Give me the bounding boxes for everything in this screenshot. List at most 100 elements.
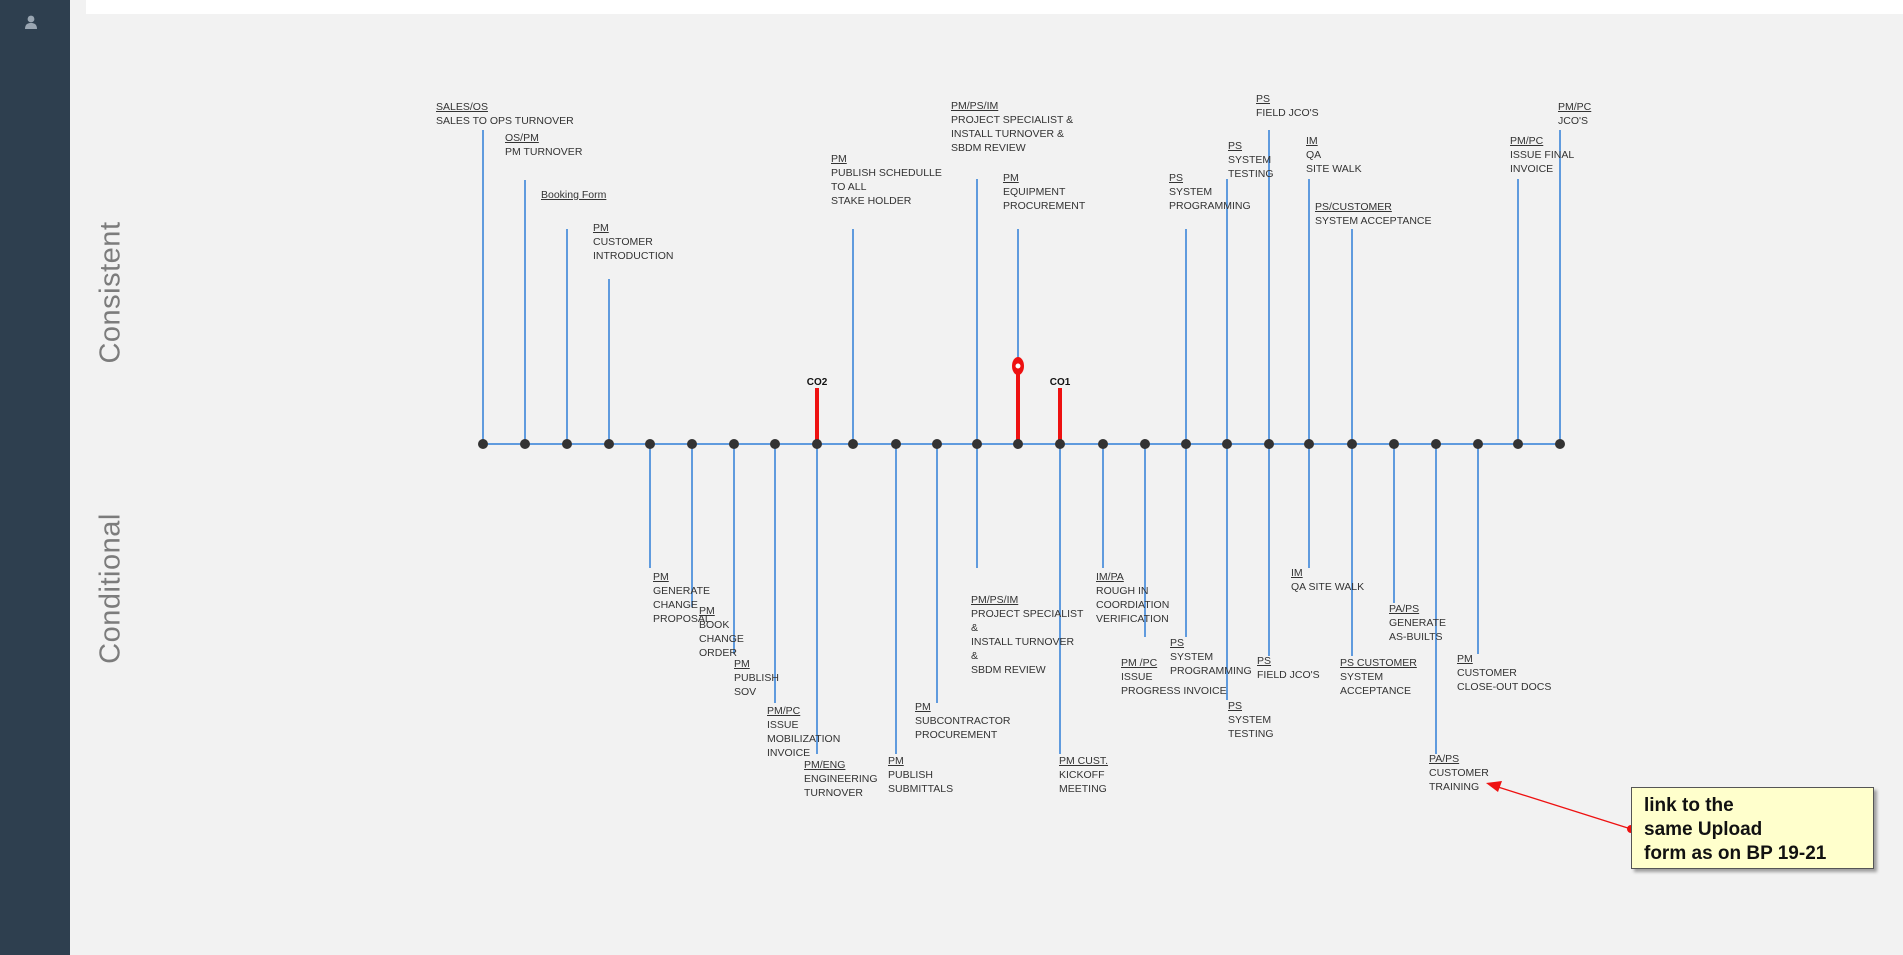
milestone-text: ISSUE FINAL — [1510, 149, 1575, 161]
milestone-dot — [520, 439, 530, 449]
milestone-text: TO ALL — [831, 181, 867, 193]
milestone-text: SYSTEM — [1170, 651, 1214, 663]
milestone-text: TRAINING — [1429, 781, 1480, 793]
milestone-role: PM — [1457, 653, 1473, 665]
milestone-text: INTRODUCTION — [593, 250, 674, 262]
milestone-role: PM — [915, 701, 931, 713]
milestone-dot — [848, 439, 858, 449]
milestone-dot — [1013, 439, 1023, 449]
milestone-text: QA — [1306, 149, 1322, 161]
milestone-text: KICKOFF — [1059, 769, 1105, 781]
top-milestone-label[interactable]: Booking Form — [541, 188, 606, 202]
milestone-dot — [729, 439, 739, 449]
milestone-text: SITE WALK — [1306, 163, 1362, 175]
milestone-text: ORDER — [699, 647, 737, 659]
milestone-role: PM — [734, 658, 750, 670]
milestone-role: SALES/OS — [436, 101, 488, 113]
milestone-text: JCO'S — [1558, 115, 1589, 127]
callout-line: same Upload — [1644, 819, 1763, 840]
milestone-text: SYSTEM ACCEPTANCE — [1315, 215, 1432, 227]
milestone-role: PM — [1003, 172, 1019, 184]
milestone-text: SOV — [734, 686, 757, 698]
callout-note: link to the same Upload form as on BP 19… — [1631, 787, 1874, 869]
milestone-dot — [562, 439, 572, 449]
milestone-role: PM/PC — [767, 705, 801, 717]
milestone-text: TESTING — [1228, 728, 1274, 740]
milestone-text: PROPOSAL — [653, 613, 711, 625]
milestone-dot — [1140, 439, 1150, 449]
milestone-dot — [604, 439, 614, 449]
milestone-text: TURNOVER — [804, 787, 863, 799]
milestone-text: INVOICE — [767, 747, 811, 759]
milestone-role: PA/PS — [1429, 753, 1460, 765]
top-bar — [86, 0, 1903, 14]
milestone-text: AS-BUILTS — [1389, 631, 1443, 643]
bottom-milestone-label: PM PUBLISH SOV — [734, 657, 779, 699]
milestone-dot — [1431, 439, 1441, 449]
milestone-dot — [1304, 439, 1314, 449]
milestone-text: FIELD JCO'S — [1257, 669, 1320, 681]
milestone-dot — [687, 439, 697, 449]
milestone-role: OS/PM — [505, 132, 539, 144]
milestone-text: CUSTOMER — [1429, 767, 1489, 779]
milestone-text: COORDIATION — [1096, 599, 1170, 611]
milestone-role: PM — [653, 571, 669, 583]
milestone-text: PROCUREMENT — [1003, 200, 1086, 212]
milestone-text: PROGRAMMING — [1170, 665, 1252, 677]
milestone-text: BOOK — [699, 619, 730, 631]
milestone-text: SYSTEM — [1228, 714, 1272, 726]
milestone-text: QA SITE WALK — [1291, 581, 1365, 593]
milestone-text: SUBMITTALS — [888, 783, 954, 795]
milestone-text: & — [971, 650, 979, 662]
milestone-role: PM — [593, 222, 609, 234]
milestone-dot — [1222, 439, 1232, 449]
milestone-role: PS/CUSTOMER — [1315, 201, 1392, 213]
milestone-text: INVOICE — [1510, 163, 1554, 175]
milestone-text: CUSTOMER — [1457, 667, 1517, 679]
milestone-text: PUBLISH — [734, 672, 779, 684]
milestone-text: SYSTEM — [1228, 154, 1272, 166]
milestone-text: MEETING — [1059, 783, 1107, 795]
user-icon[interactable] — [23, 14, 39, 30]
flag-label: CO2 — [807, 377, 828, 388]
milestone-dot — [812, 439, 822, 449]
milestone-text: PM TURNOVER — [505, 146, 583, 158]
milestone-role: PA/PS — [1389, 603, 1420, 615]
milestone-role: PM /PC — [1121, 657, 1158, 669]
milestone-dot — [1347, 439, 1357, 449]
milestone-role: PM — [699, 605, 715, 617]
milestone-text: SBDM REVIEW — [951, 142, 1026, 154]
milestone-dot — [1264, 439, 1274, 449]
milestone-text: PROJECT SPECIALIST & — [951, 114, 1074, 126]
milestone-role: PM/ENG — [804, 759, 846, 771]
milestone-text: CHANGE — [653, 599, 698, 611]
milestone-dot — [478, 439, 488, 449]
milestone-dot — [1181, 439, 1191, 449]
milestone-text: EQUIPMENT — [1003, 186, 1066, 198]
milestone-dot — [891, 439, 901, 449]
callout-arrow — [1497, 786, 1632, 830]
callout-line: form as on BP 19-21 — [1644, 843, 1827, 864]
milestone-role: Booking Form — [541, 189, 607, 201]
milestone-role: PM/PS/IM — [951, 100, 999, 112]
